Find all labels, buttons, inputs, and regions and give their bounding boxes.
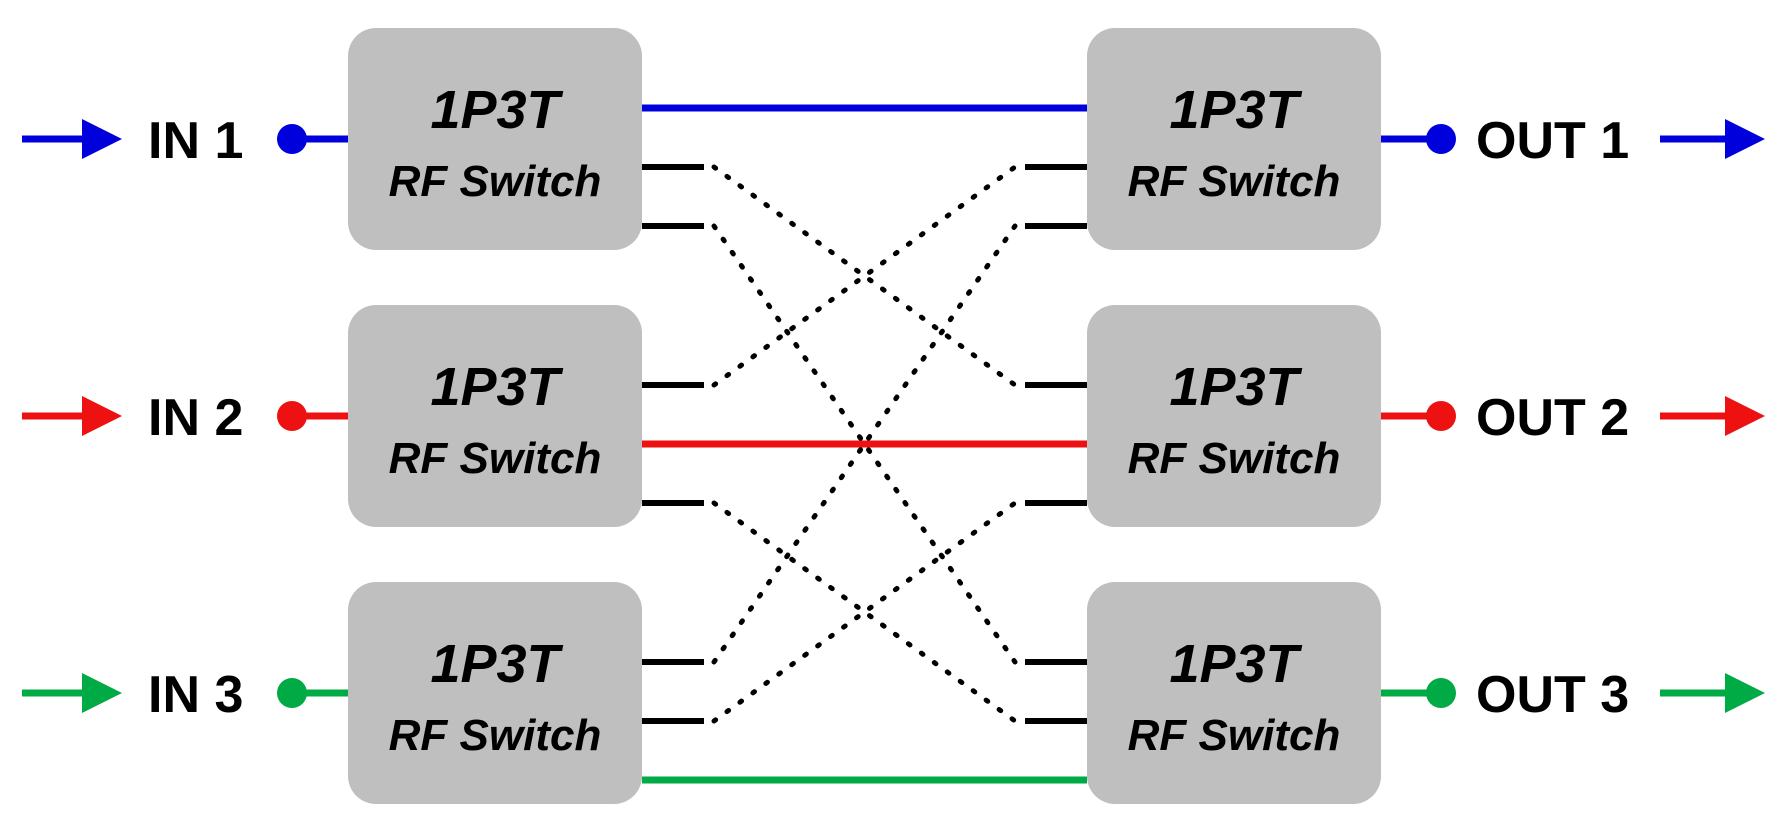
output-arrow-icon <box>1725 673 1765 713</box>
input-port-dot-icon <box>277 678 307 708</box>
switch-title: 1P3T <box>1169 80 1302 140</box>
switch-box-shape <box>348 305 642 527</box>
output-port-dot-icon <box>1426 678 1456 708</box>
output-port-2: OUT 2 <box>1381 389 1765 447</box>
dotted-cross-connection <box>711 500 1018 724</box>
switch-subtitle: RF Switch <box>389 711 602 760</box>
input-arrow-icon <box>82 119 122 159</box>
input-port-dot-icon <box>277 124 307 154</box>
output-port-3: OUT 3 <box>1381 666 1765 724</box>
input-port-1: IN 1 <box>22 112 348 170</box>
dotted-cross-connection <box>711 164 1018 388</box>
switch-subtitle: RF Switch <box>1128 434 1341 483</box>
output-port-1: OUT 1 <box>1381 112 1765 170</box>
switch-title: 1P3T <box>1169 634 1302 694</box>
links-layer <box>642 104 1087 784</box>
right-switch-2: 1P3T RF Switch <box>1087 305 1381 527</box>
switch-title: 1P3T <box>430 357 563 417</box>
ports-layer: IN 1 IN 2 IN 3 OUT 1 OUT 2 OUT 3 <box>22 112 1765 724</box>
input-label: IN 3 <box>148 666 243 724</box>
output-port-dot-icon <box>1426 401 1456 431</box>
dotted-cross-connection <box>711 164 1018 388</box>
output-port-dot-icon <box>1426 124 1456 154</box>
switch-subtitle: RF Switch <box>389 434 602 483</box>
switch-box-shape <box>1087 582 1381 804</box>
right-switch-1: 1P3T RF Switch <box>1087 28 1381 250</box>
output-arrow-icon <box>1725 119 1765 159</box>
switch-title: 1P3T <box>430 634 563 694</box>
switch-subtitle: RF Switch <box>1128 711 1341 760</box>
switch-subtitle: RF Switch <box>389 157 602 206</box>
input-label: IN 1 <box>148 112 243 170</box>
switch-title: 1P3T <box>430 80 563 140</box>
switch-subtitle: RF Switch <box>1128 157 1341 206</box>
dotted-cross-connection <box>711 500 1018 724</box>
switch-box-shape <box>1087 305 1381 527</box>
input-label: IN 2 <box>148 389 243 447</box>
left-switch-3: 1P3T RF Switch <box>348 582 642 804</box>
left-switch-2: 1P3T RF Switch <box>348 305 642 527</box>
switch-box-shape <box>348 582 642 804</box>
switch-title: 1P3T <box>1169 357 1302 417</box>
switch-box-shape <box>348 28 642 250</box>
input-arrow-icon <box>82 673 122 713</box>
output-label: OUT 1 <box>1476 112 1629 170</box>
output-label: OUT 2 <box>1476 389 1629 447</box>
input-arrow-icon <box>82 396 122 436</box>
output-label: OUT 3 <box>1476 666 1629 724</box>
left-switch-1: 1P3T RF Switch <box>348 28 642 250</box>
input-port-dot-icon <box>277 401 307 431</box>
input-port-3: IN 3 <box>22 666 348 724</box>
switch-box-shape <box>1087 28 1381 250</box>
input-port-2: IN 2 <box>22 389 348 447</box>
right-switch-3: 1P3T RF Switch <box>1087 582 1381 804</box>
output-arrow-icon <box>1725 396 1765 436</box>
